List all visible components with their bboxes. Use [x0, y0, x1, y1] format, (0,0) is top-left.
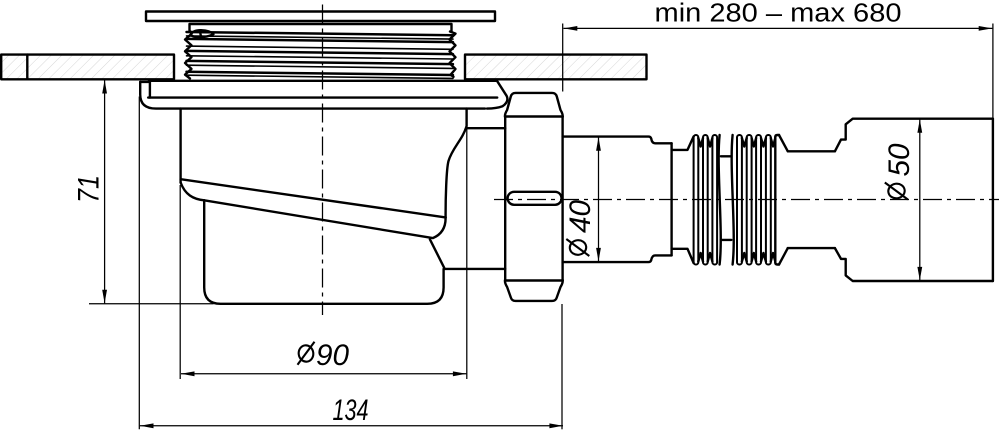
- svg-text:71: 71: [73, 175, 106, 203]
- svg-text:40: 40: [564, 200, 597, 233]
- svg-text:90: 90: [316, 339, 349, 372]
- svg-text:min 280 – max 680: min 280 – max 680: [655, 0, 902, 28]
- svg-text:134: 134: [333, 394, 369, 427]
- svg-text:50: 50: [883, 143, 916, 176]
